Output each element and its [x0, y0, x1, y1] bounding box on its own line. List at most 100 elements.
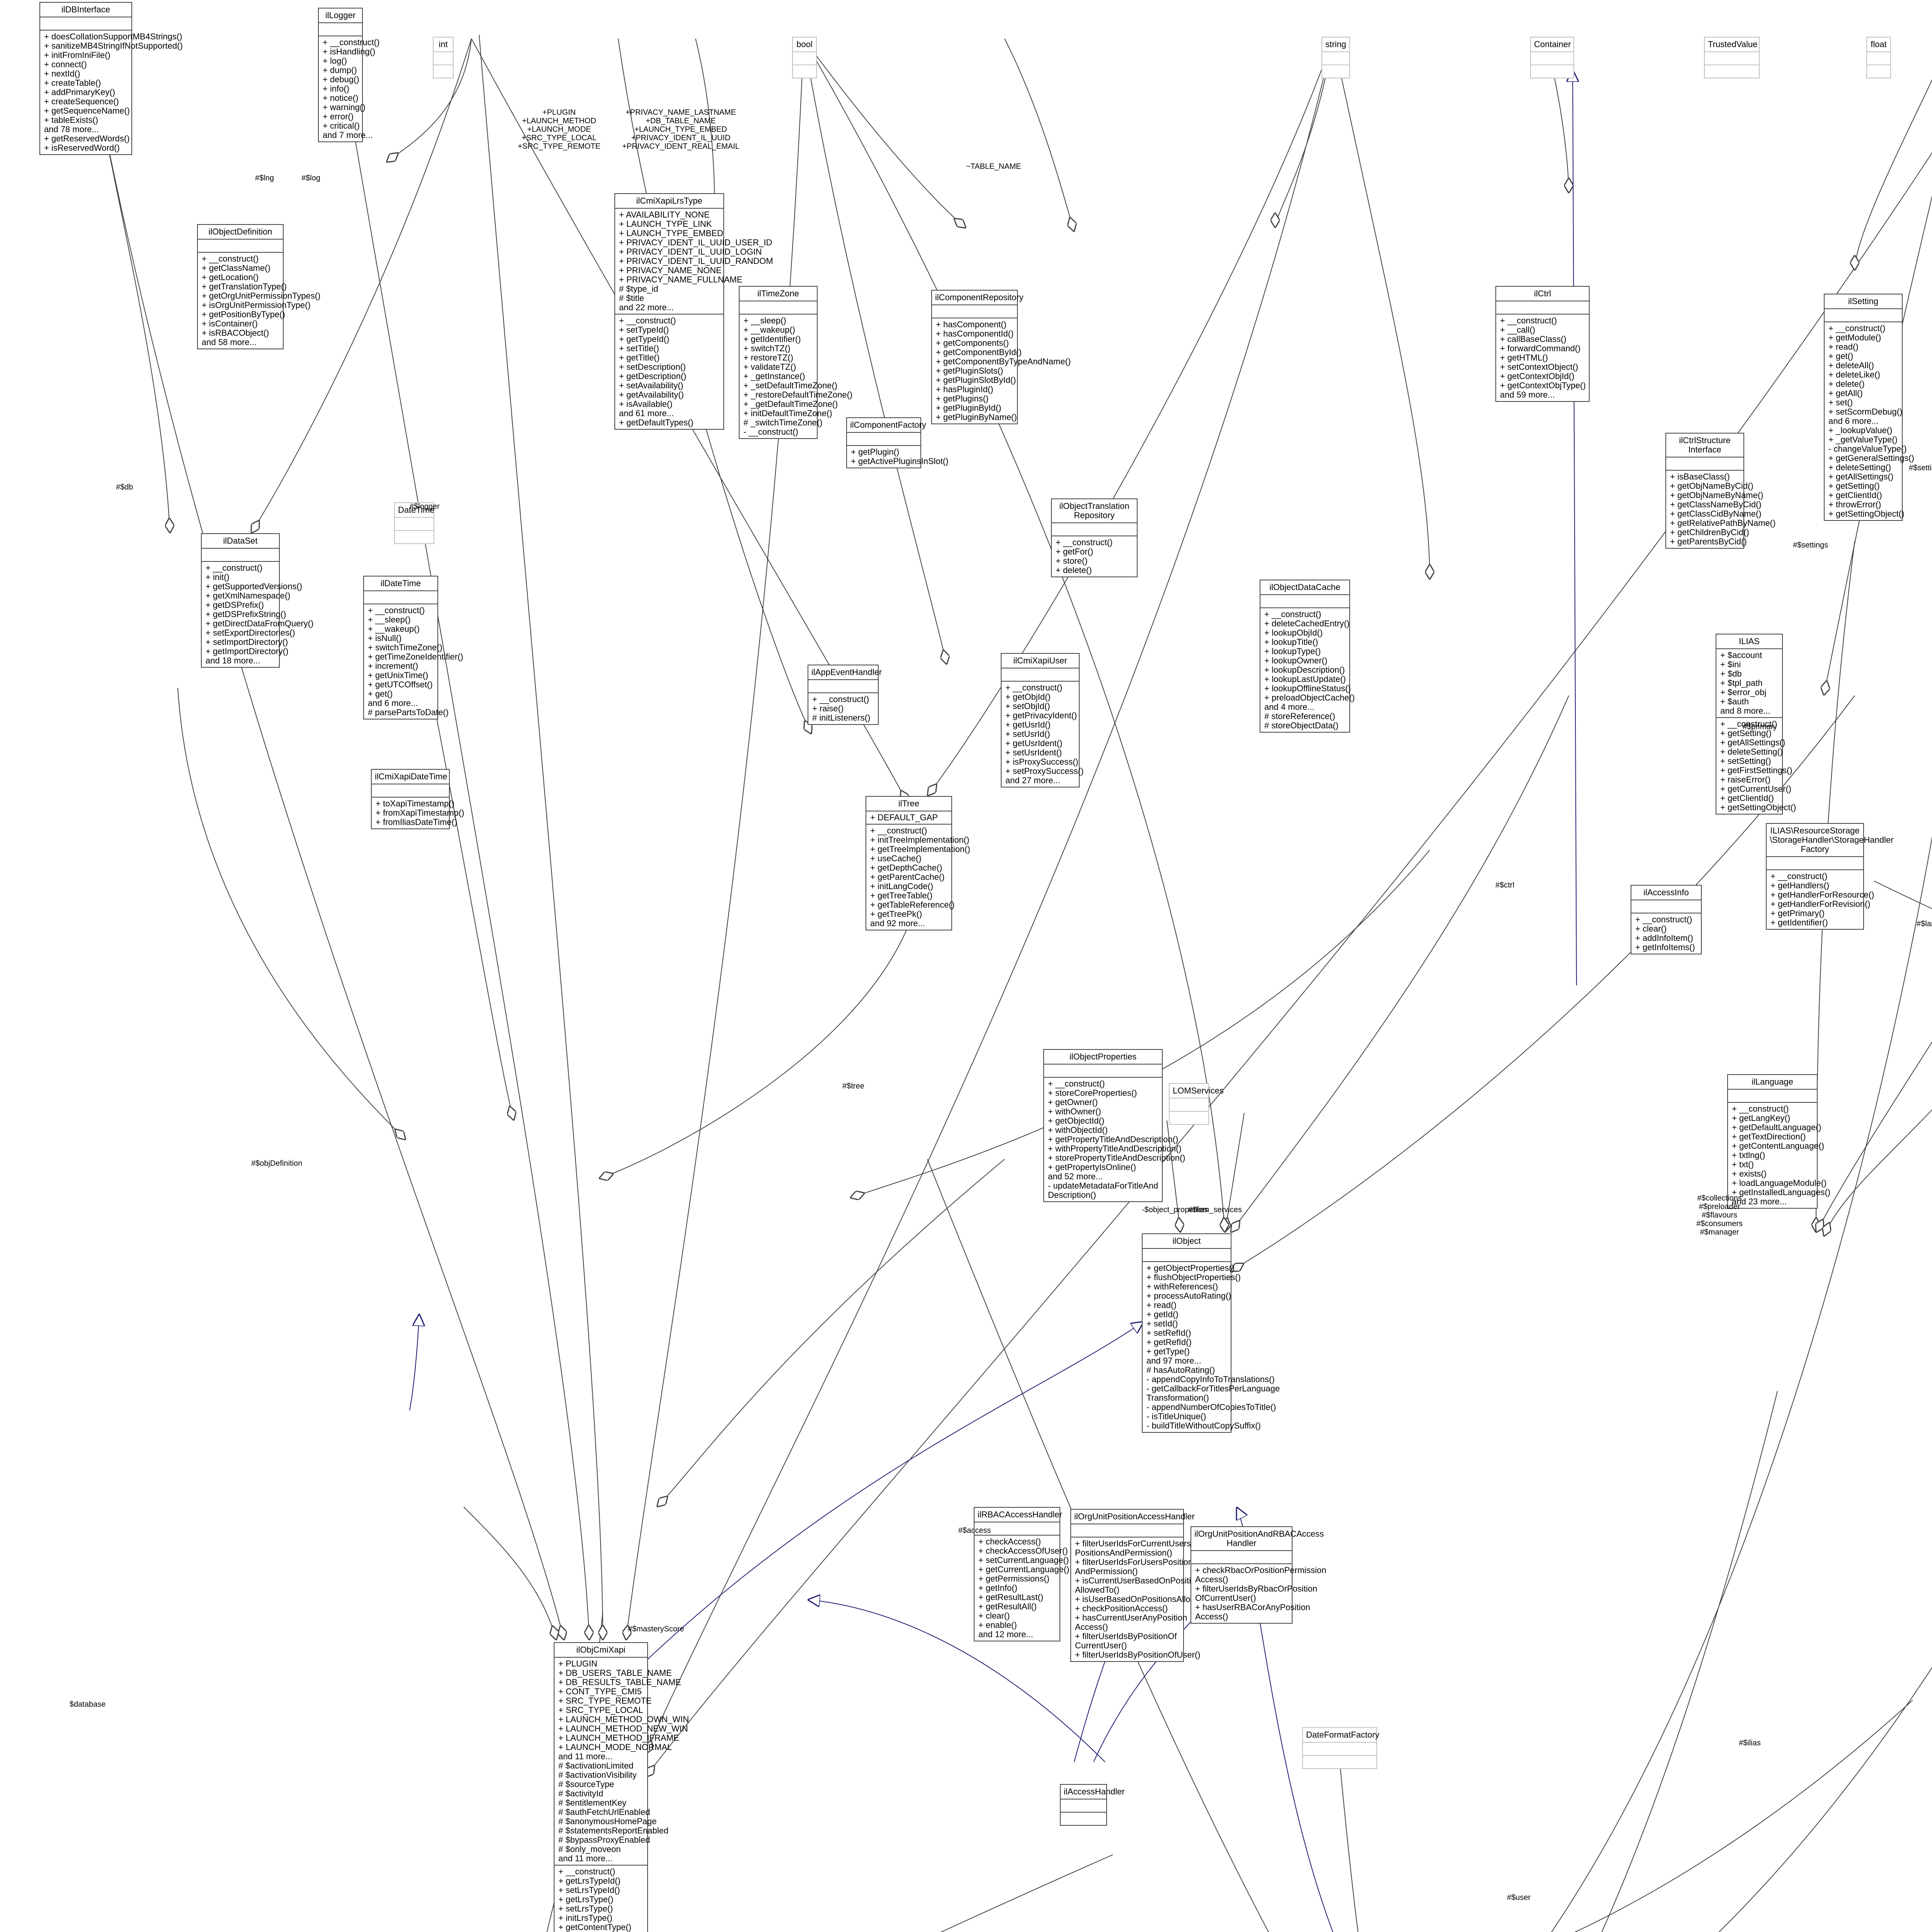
class-member: + lookupOfflineStatus(): [1264, 684, 1351, 693]
class-member: + initDefaultTimeZone(): [743, 408, 832, 418]
class-string[interactable]: string: [1321, 37, 1350, 78]
class-member: + setImportDirectory(): [206, 637, 288, 647]
class-member: + getTypeId(): [619, 334, 670, 344]
class-bool[interactable]: bool: [792, 37, 817, 78]
class-title: ILIAS\ResourceStorage \StorageHandler\St…: [1767, 824, 1893, 857]
class-member: and 52 more...: [1048, 1172, 1103, 1181]
class-operations: [1531, 65, 1573, 78]
class-ilctrl[interactable]: ilCtrl + __construct()+ __call()+ callBa…: [1495, 286, 1590, 402]
class-ilobjecttranslationrepository[interactable]: ilObjectTranslation Repository + __const…: [1051, 498, 1138, 577]
class-member: + getObjNameByName(): [1670, 490, 1764, 500]
class-member: + getLocation(): [202, 272, 259, 282]
class-member: + getAvailability(): [619, 390, 684, 400]
class-operations: [1061, 1813, 1106, 1825]
class-member: and 61 more...: [619, 408, 674, 418]
class-ilobjectdefinition[interactable]: ilObjectDefinition + __construct()+ getC…: [197, 224, 321, 349]
class-member: + setUsrIdent(): [1005, 748, 1062, 757]
class-dateformatfactory[interactable]: DateFormatFactory: [1302, 1727, 1379, 1769]
class-member: + getTableReference(): [870, 900, 955, 910]
class-ilcomponentrepository[interactable]: ilComponentRepository + hasComponent()+ …: [931, 290, 1071, 424]
class-member: + setObjId(): [1005, 701, 1050, 711]
class-ilorgunitpositionaccesshandler[interactable]: ilOrgUnitPositionAccessHandler + filterU…: [1070, 1509, 1221, 1662]
class-ilaccessinfo[interactable]: ilAccessInfo + __construct()+ clear()+ a…: [1631, 885, 1702, 954]
class-member: + getClientId(): [1828, 490, 1882, 500]
class-float[interactable]: float: [1866, 37, 1891, 78]
class-operations: [1322, 65, 1349, 78]
class-member: # $bypassProxyEnabled: [558, 1835, 650, 1845]
class-operations: + __construct()+ getClassName()+ getLoca…: [198, 253, 321, 349]
class-operations: + __construct()+ __sleep()+ __wakeup()+ …: [364, 604, 463, 719]
class-ildataset[interactable]: ilDataSet + __construct()+ init()+ getSu…: [201, 533, 313, 668]
class-member: + _restoreDefaultTimeZone(): [743, 390, 853, 400]
class-trustedvalue[interactable]: TrustedValue: [1704, 37, 1760, 78]
class-member: and 6 more...: [368, 698, 418, 708]
class-operations: + __sleep()+ __wakeup()+ getIdentifier()…: [740, 315, 853, 438]
class-member: + clear(): [1635, 924, 1667, 934]
class-title: ilDateTime: [364, 577, 437, 591]
class-member: # $title: [619, 293, 644, 303]
class-ilcomponentfactory[interactable]: ilComponentFactory + getPlugin()+ getAct…: [846, 417, 949, 468]
class-ilappeventhandler[interactable]: ilAppEventHandler + __construct()+ raise…: [808, 665, 882, 725]
class-member: + getComponentById(): [936, 347, 1022, 357]
class-member: + getSupportedVersions(): [206, 582, 303, 591]
class-ilorgunitpositionandrbacaccesshandler[interactable]: ilOrgUnitPositionAndRBACAccess Handler +…: [1190, 1526, 1327, 1624]
class-attributes: [1002, 668, 1079, 682]
class-member: + AVAILABILITY_NONE: [619, 210, 710, 219]
class-container[interactable]: Container: [1530, 37, 1574, 78]
edge-label-tree: #$tree: [842, 1082, 864, 1090]
class-storagehandlerfactory-class[interactable]: ILIAS\ResourceStorage \StorageHandler\St…: [1766, 823, 1893, 930]
class-member: + get(): [368, 689, 393, 699]
class-ildatetime[interactable]: ilDateTime + __construct()+ __sleep()+ _…: [363, 576, 463, 719]
class-member: + critical(): [323, 121, 360, 131]
class-operations: + hasComponent()+ hasComponentId()+ getC…: [932, 318, 1071, 423]
class-int[interactable]: int: [433, 37, 454, 78]
class-illrstype[interactable]: ilCmiXapiLrsType + AVAILABILITY_NONE+ LA…: [614, 193, 773, 430]
class-illanguage[interactable]: ilLanguage + __construct()+ getLangKey()…: [1727, 1074, 1830, 1209]
class-ilias[interactable]: ILIAS + $account+ $ini+ $db+ $tpl_path+ …: [1716, 634, 1796, 815]
class-ilaccesshandler[interactable]: ilAccessHandler: [1060, 1784, 1125, 1826]
edge-label-language: #$language: [1917, 920, 1932, 928]
edge-label-ctrl: #$ctrl: [1495, 881, 1514, 889]
class-operations: + __construct()+ getSetting()+ getAllSet…: [1716, 718, 1796, 814]
class-member: + exists(): [1732, 1169, 1767, 1179]
class-title: int: [434, 37, 453, 52]
class-member: + getId(): [1146, 1310, 1179, 1319]
class-operations: + __construct()+ raise()# initListeners(…: [808, 693, 878, 724]
class-ildbinterface[interactable]: ilDBInterface + doesCollationSupportMB4S…: [39, 2, 183, 155]
class-operations: + getPlugin()+ getActivePluginsInSlot(): [847, 446, 949, 468]
class-member: + getClassCidByName(): [1670, 509, 1762, 519]
class-ilobjectdatacache[interactable]: ilObjectDataCache + __construct()+ delet…: [1260, 580, 1355, 733]
class-member: + __sleep(): [368, 615, 411, 624]
class-iltree[interactable]: ilTree + DEFAULT_GAP + __construct()+ in…: [866, 796, 970, 930]
class-member: + delete(): [1056, 565, 1092, 575]
class-attributes: [1170, 1099, 1208, 1112]
class-attributes: [198, 240, 283, 253]
class-illogger[interactable]: ilLogger + __construct()+ isHandling()+ …: [318, 8, 379, 142]
class-ilobjcmixapi[interactable]: ilObjCmiXapi + PLUGIN+ DB_USERS_TABLE_NA…: [554, 1642, 689, 1932]
class-member: + checkRbacOrPositionPermission Access(): [1195, 1565, 1327, 1584]
class-member: + getUTCOffset(): [368, 680, 433, 689]
class-member: + __construct(): [1828, 323, 1886, 333]
class-member: # $activationVisibility: [558, 1770, 637, 1780]
class-attributes: [40, 17, 131, 31]
class-lomservices[interactable]: LOMServices: [1169, 1083, 1224, 1125]
class-member: + getResultAll(): [978, 1602, 1037, 1611]
class-ilcmixapidatetime[interactable]: ilCmiXapiDateTime + toXapiTimestamp()+ f…: [371, 769, 464, 829]
class-member: + withPropertyTitleAndDescription(): [1048, 1144, 1182, 1153]
class-ilobject[interactable]: ilObject + getObjectProperties()+ flushO…: [1142, 1233, 1280, 1433]
class-ilrbacaccesshandler[interactable]: ilRBACAccessHandler + checkAccess()+ che…: [974, 1507, 1069, 1641]
class-datetime-ext[interactable]: DateTime: [394, 502, 435, 544]
class-ilobjectproperties[interactable]: ilObjectProperties + __construct()+ stor…: [1043, 1049, 1185, 1202]
class-member: + checkAccessOfUser(): [978, 1546, 1068, 1556]
class-title: ilAccessHandler: [1061, 1785, 1125, 1799]
class-operations: [434, 65, 453, 78]
class-member: + toXapiTimestamp(): [376, 799, 454, 808]
class-iltimezone[interactable]: ilTimeZone + __sleep()+ __wakeup()+ getI…: [739, 286, 853, 439]
class-ilsetting[interactable]: ilSetting + __construct()+ getModule()+ …: [1824, 294, 1914, 521]
class-ilctrlstructureinterface[interactable]: ilCtrlStructure Interface + isBaseClass(…: [1665, 433, 1776, 549]
class-member: + getPositionByType(): [202, 310, 285, 319]
edge-label-lng: #$lng: [255, 174, 274, 182]
class-ilcmixapiuser[interactable]: ilCmiXapiUser + __construct()+ getObjId(…: [1001, 653, 1083, 787]
class-operations: + checkAccess()+ checkAccessOfUser()+ se…: [975, 1536, 1069, 1641]
class-member: + tableExists(): [44, 115, 98, 125]
